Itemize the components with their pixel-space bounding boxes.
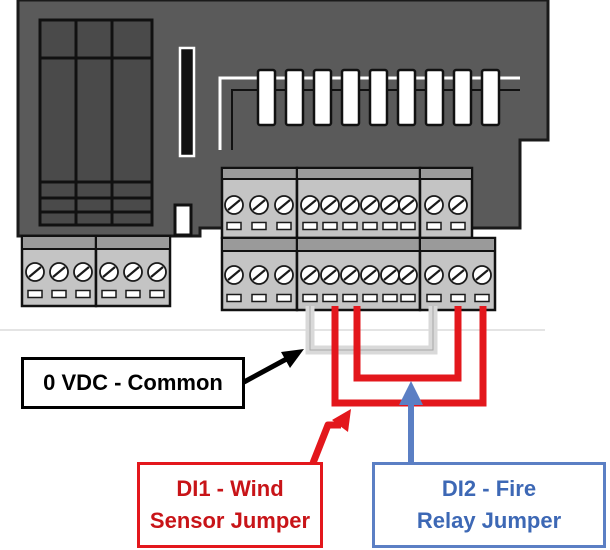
fire-relay-label-box: DI2 - Fire Relay Jumper — [372, 462, 606, 548]
fire-label-line-2: Relay Jumper — [416, 508, 562, 533]
common-label: 0 VDC - Common — [43, 370, 223, 395]
common-jumper-wire — [305, 306, 438, 355]
wind-sensor-label-box: DI1 - Wind Sensor Jumper — [137, 462, 323, 548]
common-label-box: 0 VDC - Common — [21, 357, 245, 409]
fire-label-line-1: DI2 - Fire — [441, 476, 537, 501]
upper-terminal-block-left — [220, 166, 299, 240]
relay-module — [38, 18, 154, 227]
common-arrow-icon — [242, 349, 304, 385]
lower-terminal-block-b — [94, 234, 172, 308]
lower-terminal-block-c — [220, 236, 299, 312]
wind-label-line-2: Sensor Jumper — [149, 508, 311, 533]
vertical-connector — [178, 46, 196, 158]
lower-terminal-block-d — [295, 236, 422, 312]
wind-label-line-1: DI1 - Wind — [176, 476, 284, 501]
upper-terminal-block-right — [418, 166, 474, 240]
fire-relay-jumper-wire — [353, 306, 462, 382]
upper-terminal-block-middle — [295, 166, 422, 240]
fire-arrow-icon — [399, 381, 423, 462]
lower-terminal-block-a — [20, 234, 98, 308]
pin-header — [218, 68, 520, 150]
small-jumper — [173, 203, 193, 237]
lower-terminal-block-e — [418, 236, 497, 312]
wind-arrow-icon — [309, 409, 351, 465]
